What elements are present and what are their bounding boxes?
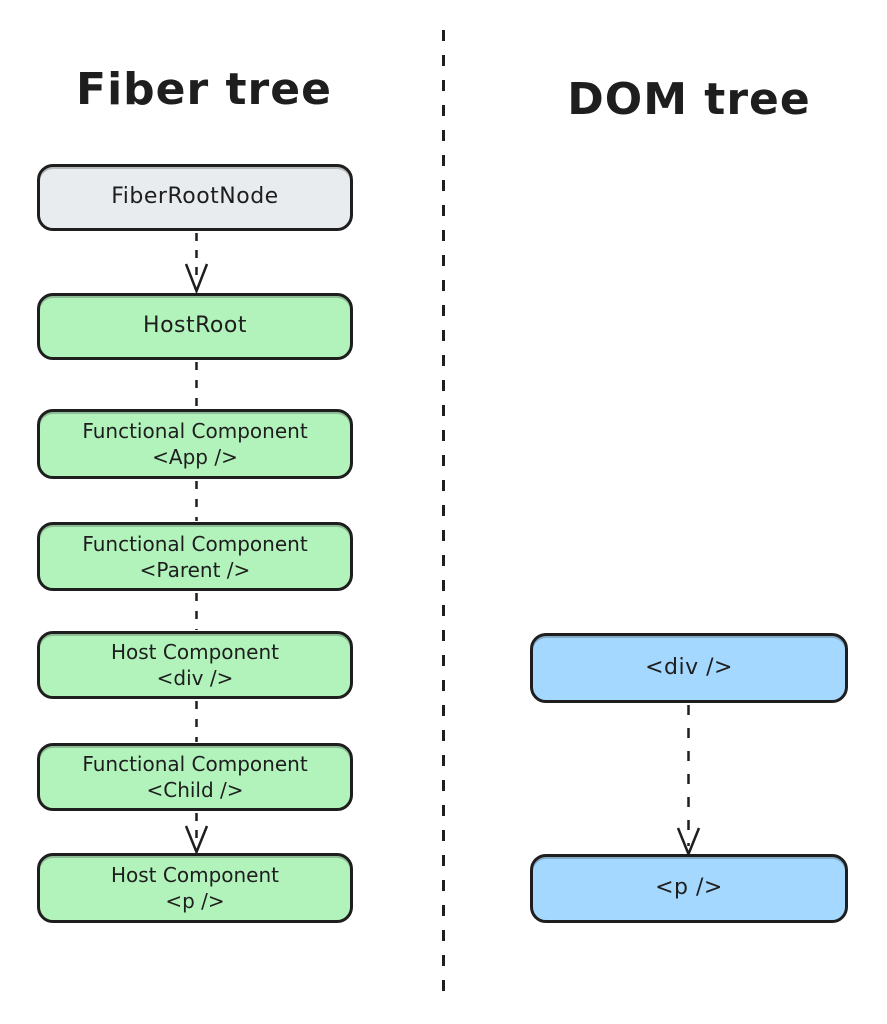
arrow-domdiv-to-domp [676,705,701,858]
dom-tree-title: DOM tree [567,74,811,125]
arrow-fiberroot-to-hostroot [184,233,209,295]
fiber-node-functional-child: Functional Component <Child /> [37,743,353,811]
fiber-node-host-p: Host Component <p /> [37,853,353,923]
node-sublabel: <Parent /> [139,557,251,582]
fiber-node-fiberrootnode: FiberRootNode [37,164,353,231]
node-label: <p /> [655,875,723,901]
node-sublabel: <Child /> [146,778,244,802]
node-label: Functional Component [82,752,308,776]
fiber-node-functional-parent: Functional Component <Parent /> [37,522,353,591]
node-label: Host Component [110,863,279,887]
fiber-node-host-div: Host Component <div /> [37,631,353,699]
dom-node-p: <p /> [530,854,848,923]
fiber-tree-title: Fiber tree [76,64,332,115]
dom-node-div: <div /> [530,633,848,703]
node-label: Functional Component [82,531,308,556]
fiber-node-hostroot: HostRoot [37,293,353,360]
fiber-node-functional-app: Functional Component <App /> [37,409,353,479]
node-label: Host Component [110,640,279,664]
node-sublabel: <div /> [156,666,234,690]
node-label: <div /> [645,654,733,680]
node-sublabel: <p /> [165,889,225,913]
node-label: HostRoot [143,313,247,339]
node-sublabel: <App /> [152,445,238,469]
arrow-child-to-p [184,813,209,856]
node-label: FiberRootNode [111,184,279,210]
node-label: Functional Component [82,419,308,443]
